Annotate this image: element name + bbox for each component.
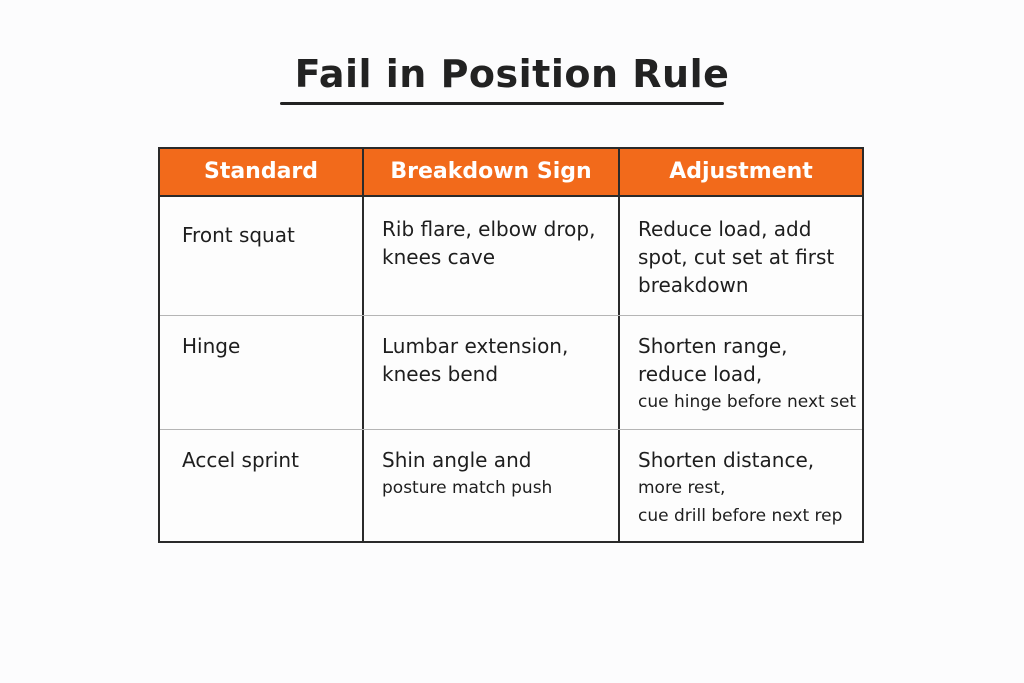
cell-standard: Hinge xyxy=(182,334,241,358)
cell-adjustment: Shorten range, reduce load, cue hinge be… xyxy=(638,334,857,412)
cell-adjustment: Reduce load, add spot, cut set at first … xyxy=(638,217,835,297)
header-adjustment: Adjustment xyxy=(669,159,813,184)
header-standard: Standard xyxy=(203,159,319,184)
table-header-row: Standard Breakdown Sign Adjustment xyxy=(160,149,862,197)
rules-table: Standard Breakdown Sign Adjustment Front… xyxy=(158,147,864,543)
cell-breakdown-sign: Shin angle and posture match push xyxy=(382,448,553,498)
column-divider xyxy=(362,149,364,541)
row-divider xyxy=(160,429,862,430)
column-divider xyxy=(618,149,620,541)
cell-standard: Accel sprint xyxy=(182,448,299,472)
cell-adjustment: Shorten distance, more rest, cue drill b… xyxy=(638,448,843,526)
cell-breakdown-sign: Lumbar extension, knees bend xyxy=(382,334,569,386)
header-breakdown-sign: Breakdown Sign xyxy=(390,159,592,184)
title-underline xyxy=(280,102,724,105)
cell-standard: Front squat xyxy=(182,223,295,247)
row-divider xyxy=(160,315,862,316)
cell-breakdown-sign: Rib flare, elbow drop, knees cave xyxy=(382,217,596,269)
page-title: Fail in Position Rule xyxy=(294,52,730,96)
